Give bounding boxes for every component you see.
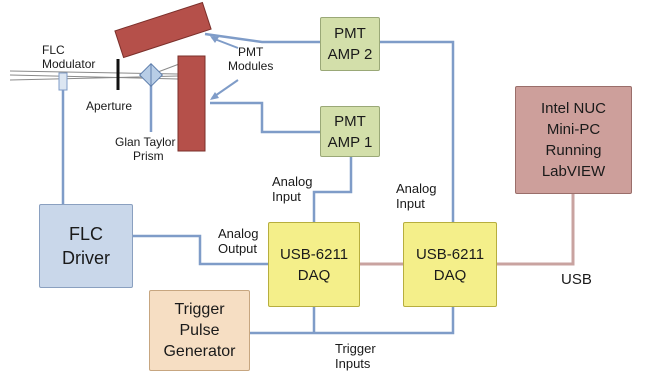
daq-right-box: USB-6211 DAQ bbox=[403, 222, 497, 307]
daq-right-line-1: USB-6211 bbox=[415, 245, 485, 263]
wire-trigger-to-daqs bbox=[250, 307, 455, 335]
flc-driver-line-1: FLC bbox=[68, 224, 103, 244]
intel-nuc-box: Intel NUC Mini-PC Running LabVIEW bbox=[515, 86, 632, 194]
analog-input-left-line-2: Input bbox=[272, 189, 301, 204]
nuc-line-3: Running bbox=[545, 142, 602, 159]
daq-right-line-2: DAQ bbox=[433, 266, 467, 284]
wire-pmt1-to-amp2 bbox=[204, 32, 320, 44]
trigger-generator-line-1: Trigger bbox=[174, 301, 225, 318]
pmt-amp-1-line-2: AMP 1 bbox=[327, 133, 373, 151]
glan-taylor-label-line-1: Glan Taylor bbox=[115, 135, 176, 149]
flc-modulator-label-line-1: FLC bbox=[42, 43, 65, 57]
trigger-generator-line-3: Generator bbox=[163, 343, 236, 360]
pmt-module-2 bbox=[177, 55, 206, 152]
flc-driver-line-2: Driver bbox=[62, 248, 110, 268]
flc-modulator-element bbox=[58, 72, 68, 91]
trigger-inputs-label: Trigger Inputs bbox=[335, 341, 376, 371]
pmt-modules-label: PMT Modules bbox=[228, 45, 273, 73]
wire-amp1-to-daq-left bbox=[312, 157, 353, 222]
nuc-line-1: Intel NUC bbox=[540, 100, 607, 117]
nuc-line-4: LabVIEW bbox=[541, 163, 606, 180]
pmt-amp-2-line-1: PMT bbox=[334, 25, 366, 42]
glan-taylor-prism bbox=[138, 62, 164, 88]
pmt-amp-2-box: PMT AMP 2 bbox=[320, 17, 380, 71]
flc-driver-box: FLC Driver bbox=[39, 204, 133, 288]
glan-taylor-label: Glan Taylor Prism bbox=[115, 135, 175, 163]
usb-label: USB bbox=[561, 271, 592, 288]
analog-input-right-line-1: Analog bbox=[396, 181, 437, 196]
wire-usb bbox=[360, 194, 575, 266]
wire-driver-to-daq-output bbox=[133, 234, 268, 266]
wire-amp2-to-daq-right bbox=[380, 40, 455, 222]
daq-left-line-1: USB-6211 bbox=[279, 245, 349, 263]
analog-output-line-1: Analog bbox=[218, 226, 259, 241]
trigger-inputs-line-1: Trigger bbox=[335, 341, 376, 356]
pmt-amp-1-box: PMT AMP 1 bbox=[320, 106, 380, 157]
nuc-line-2: Mini-PC bbox=[546, 121, 601, 138]
flc-modulator-label: FLC Modulator bbox=[42, 43, 95, 71]
daq-left-box: USB-6211 DAQ bbox=[268, 222, 360, 307]
trigger-inputs-line-2: Inputs bbox=[335, 356, 371, 371]
flc-modulator-label-line-2: Modulator bbox=[42, 57, 96, 71]
pmt-modules-label-line-2: Modules bbox=[228, 59, 274, 73]
analog-input-right-line-2: Input bbox=[396, 196, 425, 211]
wire-pmt2-to-amp1 bbox=[210, 101, 320, 134]
analog-input-right-label: Analog Input bbox=[396, 181, 436, 211]
analog-output-label: Analog Output bbox=[218, 226, 258, 256]
pmt-amp-2-line-2: AMP 2 bbox=[327, 46, 373, 63]
glan-taylor-label-line-2: Prism bbox=[133, 149, 164, 163]
analog-input-left-line-1: Analog bbox=[272, 174, 313, 189]
daq-left-line-2: DAQ bbox=[297, 266, 331, 284]
pmt-modules-label-line-1: PMT bbox=[238, 45, 264, 59]
pointer-arrowhead bbox=[210, 92, 219, 100]
pmt-module-1 bbox=[114, 1, 212, 59]
trigger-generator-line-2: Pulse bbox=[179, 322, 220, 339]
aperture-label: Aperture bbox=[86, 99, 133, 113]
analog-input-left-label: Analog Input bbox=[272, 174, 312, 204]
pmt-amp-1-line-1: PMT bbox=[334, 112, 366, 130]
trigger-generator-box: Trigger Pulse Generator bbox=[149, 290, 250, 371]
analog-output-line-2: Output bbox=[218, 241, 258, 256]
pointer-arrowhead bbox=[210, 36, 219, 43]
